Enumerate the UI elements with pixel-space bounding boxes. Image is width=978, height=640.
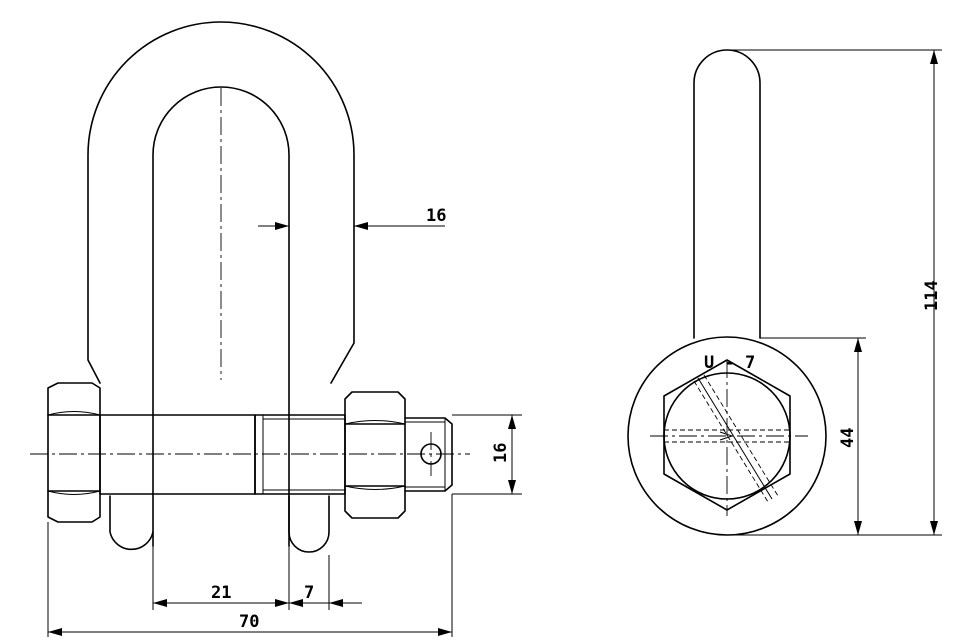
dim-overall-height: 114 xyxy=(922,50,942,535)
dim-body-thickness-value: 16 xyxy=(426,206,446,226)
dim-body-thickness: 16 xyxy=(258,206,446,230)
marking-label: U - 7 xyxy=(704,353,755,373)
dim-pin-diameter-value: 16 xyxy=(491,443,511,463)
bow-inner-outline xyxy=(152,86,290,547)
left-leg-lower xyxy=(109,495,154,551)
dim-overall-length-value: 70 xyxy=(239,612,259,632)
pin-shank xyxy=(99,414,256,495)
nut xyxy=(344,391,406,519)
dim-inner-width-value: 21 xyxy=(211,583,231,603)
dim-eye-diameter-value: 44 xyxy=(838,428,858,448)
dim-nut-offset-value: 7 xyxy=(304,583,314,603)
dim-pin-diameter: 16 xyxy=(452,414,522,495)
dim-overall-height-value: 114 xyxy=(922,280,942,311)
dim-nut-offset: 7 xyxy=(289,583,362,607)
right-leg-lower xyxy=(288,495,330,553)
dim-eye-diameter: 44 xyxy=(838,338,862,535)
bow-outer-outline xyxy=(87,21,355,384)
bolt-head xyxy=(47,382,101,523)
pin-thread xyxy=(254,414,346,495)
pin-end xyxy=(404,417,453,492)
bow-side-bar xyxy=(693,49,761,339)
dim-overall-length: 70 xyxy=(48,612,452,636)
dim-inner-width: 21 xyxy=(153,583,289,607)
front-view: 16 16 21 7 xyxy=(30,21,522,637)
side-view: U - 7 114 44 xyxy=(627,49,942,536)
